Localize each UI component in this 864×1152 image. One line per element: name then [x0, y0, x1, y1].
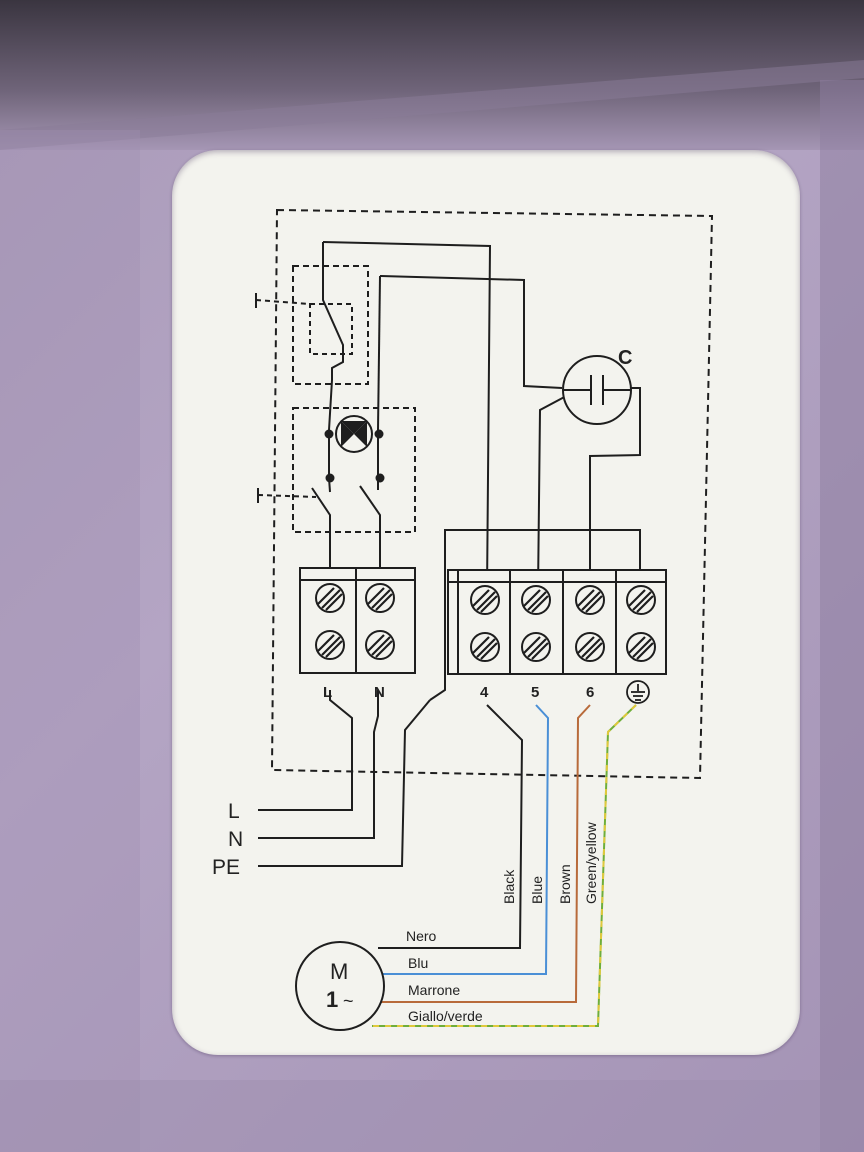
motor-label-phase: ~: [343, 991, 354, 1011]
capacitor-icon: [562, 355, 632, 425]
wire-label-giallo-verde: Giallo/verde: [408, 1008, 483, 1024]
capacitor-label: C: [618, 347, 632, 369]
wire-label-marrone: Marrone: [408, 982, 460, 998]
indicator-lamp-icon: [324, 415, 385, 483]
motor-label-1: 1: [326, 987, 338, 1012]
terminal-label-4: 4: [480, 684, 489, 701]
switch-block-box: [292, 407, 416, 533]
terminal-label-6: 6: [586, 684, 594, 701]
motor-symbol: [295, 941, 385, 1031]
wire-label-blue: Blue: [529, 876, 545, 904]
wire-label-black: Black: [501, 869, 517, 904]
terminal-block-left: [299, 567, 416, 674]
terminal-label-n: N: [374, 684, 385, 701]
float-switch-box: [292, 265, 369, 385]
wire-label-blu: Blu: [408, 955, 428, 971]
earth-ground-icon: [626, 680, 650, 704]
terminal-label-5: 5: [531, 684, 539, 701]
wire-label-brown: Brown: [557, 864, 573, 904]
supply-label-n: N: [228, 828, 243, 851]
terminal-label-l: L: [323, 684, 332, 701]
terminal-screws: [315, 583, 656, 662]
wire-label-nero: Nero: [406, 928, 437, 944]
supply-label-l: L: [228, 800, 240, 823]
supply-label-pe: PE: [212, 856, 240, 879]
motor-label-m: M: [330, 959, 348, 984]
wire-label-green-yellow: Green/yellow: [583, 821, 599, 904]
outer-dashed-boundary: [270, 208, 714, 780]
